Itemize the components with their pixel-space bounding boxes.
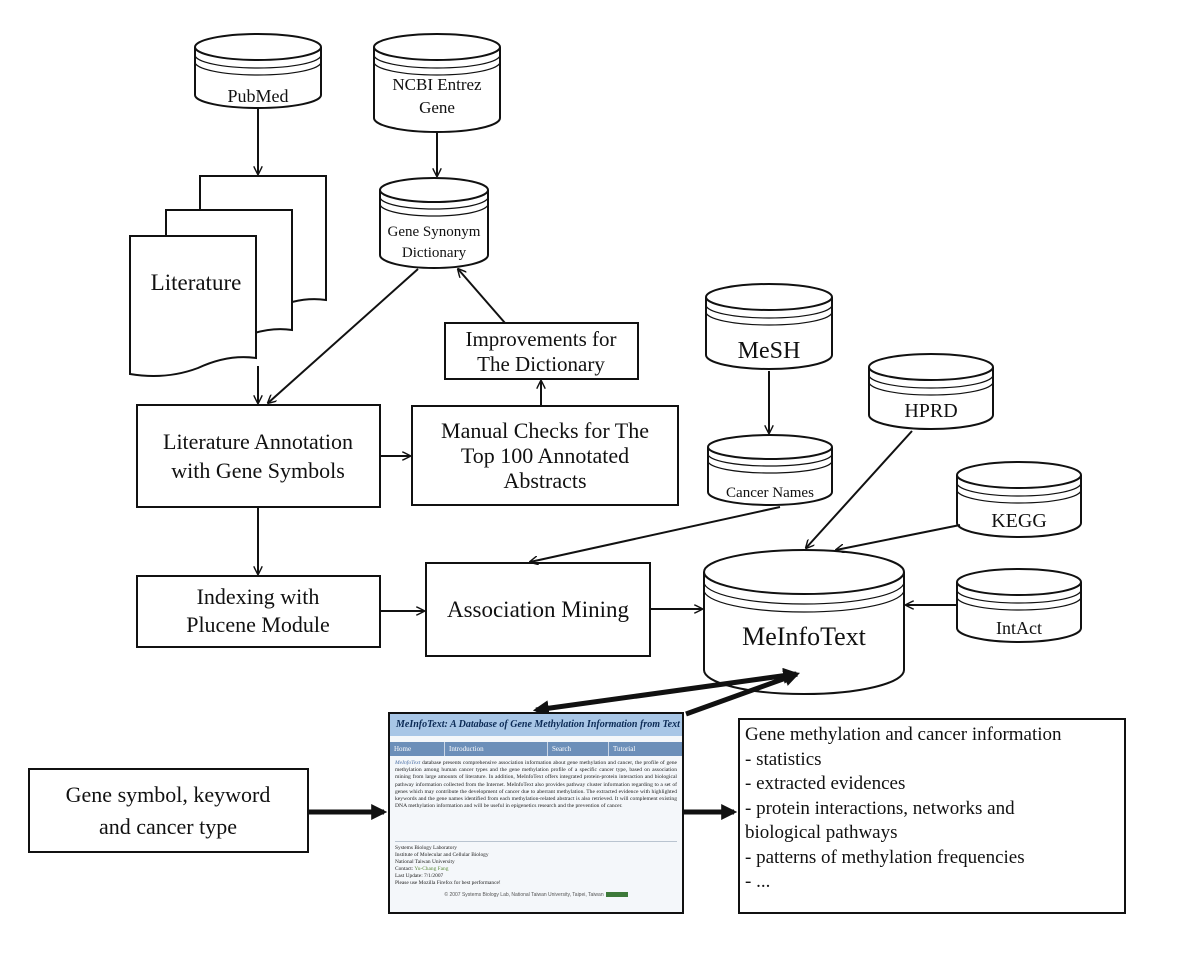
input-label-line2: and cancer type [99, 814, 237, 839]
website-description-link: MeInfoText [395, 760, 421, 766]
hprd-database: HPRD [868, 353, 994, 430]
website-footer-logo [605, 892, 628, 898]
indexing-label-line2: Plucene Module [186, 612, 330, 637]
manual-checks-box: Manual Checks for The Top 100 Annotated … [411, 405, 679, 506]
website-contact: Contact: Yu-Chang Fang [395, 866, 677, 873]
website-nav-introduction: Introduction [445, 742, 548, 756]
ncbi-entrez-gene-database: NCBI Entrez Gene [373, 33, 501, 133]
literature-annotation-box: Literature Annotation with Gene Symbols [136, 404, 381, 508]
output-line: - protein interactions, networks and [745, 797, 1015, 819]
arrow-hprd-to-meinfotext [806, 430, 913, 548]
output-line: biological pathways [745, 822, 898, 843]
website-footer-text: © 2007 Systems Biology Lab, National Tai… [444, 892, 604, 898]
arrow-website-to-meinfotext [685, 670, 801, 717]
website-nav-home: Home [390, 742, 445, 756]
arrows [258, 109, 961, 820]
output-line: - ... [745, 871, 771, 892]
literature-document-stack: Literature [129, 175, 327, 377]
annotation-label-line1: Literature Annotation [163, 429, 353, 454]
website-nav-tutorial: Tutorial [613, 745, 636, 753]
association-mining-box: Association Mining [425, 562, 651, 657]
manual-label-line2: Top 100 Annotated [461, 443, 629, 468]
gene-synonym-label-line1: Gene Synonym [388, 224, 481, 240]
hprd-label: HPRD [904, 400, 957, 422]
output-line: Gene methylation and cancer information [745, 724, 1062, 745]
output-line: - extracted evidences [745, 773, 906, 794]
website-last-update: Last Update: 7/1/2007 [395, 873, 444, 879]
cancer-names-database: Cancer Names [707, 434, 833, 506]
manual-label-line3: Abstracts [503, 468, 586, 493]
output-info-box: Gene methylation and cancer information … [738, 718, 1126, 914]
intact-database: IntAct [956, 568, 1082, 643]
arrow-improvements-to-dictionary [458, 269, 506, 324]
input-box: Gene symbol, keyword and cancer type [28, 768, 309, 853]
ncbi-label-line1: NCBI Entrez [392, 75, 482, 94]
website-banner: MeInfoText: A Database of Gene Methylati… [390, 714, 682, 736]
meinfotext-label: MeInfoText [742, 622, 867, 651]
website-contact-name: Yu-Chang Fang [414, 866, 449, 872]
indexing-box: Indexing with Plucene Module [136, 575, 381, 648]
arrow-kegg-to-meinfotext [836, 524, 961, 550]
website-contact-label: Contact: [395, 866, 414, 872]
website-lab: Systems Biology Laboratory [395, 845, 457, 851]
output-line: - statistics [745, 748, 822, 770]
website-nav: Home Introduction Search Tutorial [390, 742, 682, 756]
improvements-label-line1: Improvements for [465, 327, 616, 351]
website-university: National Taiwan University [395, 859, 455, 865]
improvements-label-line2: The Dictionary [477, 352, 605, 376]
website-institute: Institute of Molecular and Cellular Biol… [395, 852, 489, 858]
input-label-line1: Gene symbol, keyword [66, 782, 271, 807]
pubmed-label: PubMed [227, 86, 288, 106]
arrow-meinfotext-website-bidirectional [532, 667, 800, 717]
manual-label-line1: Manual Checks for The [441, 418, 649, 443]
website-nav-search: Search [548, 742, 609, 756]
cancer-names-label: Cancer Names [726, 485, 814, 501]
annotation-label-line2: with Gene Symbols [171, 458, 345, 483]
mesh-label: MeSH [738, 338, 801, 364]
indexing-label-line1: Indexing with [197, 584, 320, 609]
ncbi-label-line2: Gene [419, 98, 455, 117]
gene-synonym-dictionary-database: Gene Synonym Dictionary [379, 177, 489, 269]
mesh-database: MeSH [705, 283, 833, 370]
literature-label: Literature [151, 270, 242, 295]
intact-label: IntAct [996, 618, 1042, 638]
pubmed-database: PubMed [194, 33, 322, 109]
website-footer: © 2007 Systems Biology Lab, National Tai… [390, 892, 682, 898]
output-line: - patterns of methylation frequencies [745, 846, 1025, 868]
website-info: Systems Biology Laboratory Institute of … [390, 845, 682, 887]
association-label: Association Mining [447, 597, 630, 622]
kegg-database: KEGG [956, 461, 1082, 538]
meinfotext-website-screenshot: MeInfoText: A Database of Gene Methylati… [388, 712, 684, 914]
website-divider [395, 841, 677, 842]
website-description: MeInfoText database presents comprehensi… [390, 756, 682, 838]
arrow-dictionary-to-annotation [268, 268, 419, 403]
kegg-label: KEGG [991, 510, 1047, 532]
arrow-cancer-names-to-association [530, 506, 781, 562]
improvements-box: Improvements for The Dictionary [444, 322, 639, 380]
website-description-text: database presents comprehensive associat… [395, 760, 677, 810]
website-browser-note: Please use Mozilla Firefox for best perf… [395, 880, 501, 886]
meinfotext-database: MeInfoText [703, 549, 905, 695]
gene-synonym-label-line2: Dictionary [402, 245, 467, 261]
